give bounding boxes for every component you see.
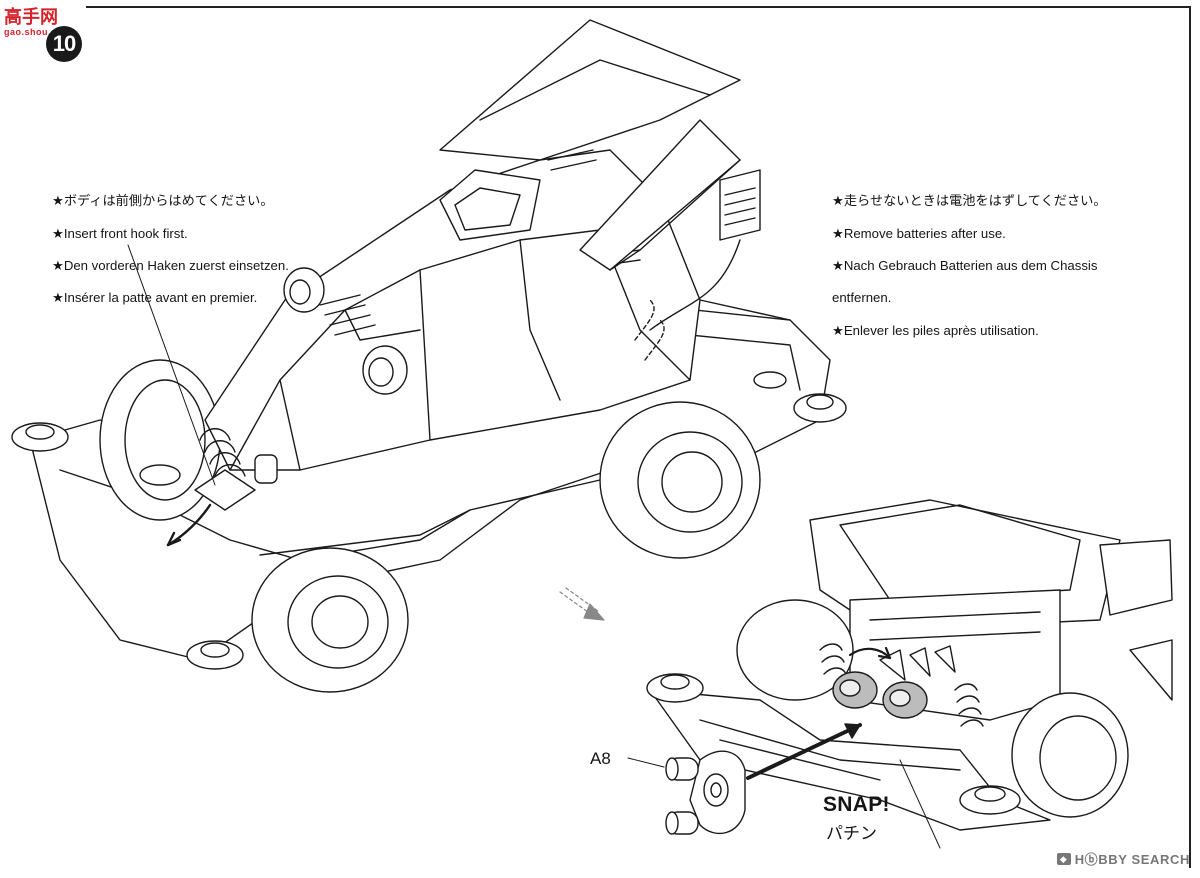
hobby-search-logo-icon: ◆ (1056, 852, 1071, 865)
watermark-top-sub: gao.shou.com (4, 27, 72, 37)
note-right-line-de-cont: entfernen. (832, 290, 892, 306)
wheel-front-left-icon (252, 548, 408, 692)
note-left-line-fr: ★Insérer la patte avant en premier. (52, 290, 258, 306)
body-shell (205, 150, 700, 470)
note-right-line-fr: ★Enlever les piles après utilisation. (832, 322, 1039, 338)
roller-icon (12, 372, 846, 669)
note-left-line-en: ★Insert front hook first. (52, 225, 188, 241)
snap-label-jp: パチン (826, 824, 877, 843)
leader-line (128, 245, 215, 485)
insertion-arrow-icon (748, 725, 860, 778)
damper-icon (820, 644, 983, 726)
note-right-line-de: ★Nach Gebrauch Batterien aus dem Chassis (832, 258, 1098, 274)
spring-icon (200, 429, 277, 483)
snap-label: SNAP! (823, 793, 890, 816)
note-remove-batteries: ★走らせないときは電池をはずしてください。 ★Remove batteries … (832, 177, 1182, 355)
frame-right-line (1189, 6, 1191, 868)
part-a8-icon (666, 751, 745, 834)
note-insert-front-hook: ★ボディは前側からはめてください。 ★Insert front hook fir… (52, 177, 352, 323)
watermark-bottom: ◆ HⓑBBY SEARCH (1056, 849, 1190, 868)
wheel-front-right-icon (600, 402, 760, 558)
main-car-illustration (12, 20, 846, 692)
wheel-detail-left-icon (737, 600, 853, 700)
roller-icon (647, 674, 1020, 814)
watermark-top: 高手网 (4, 7, 58, 27)
step-arrow-icon (560, 588, 604, 620)
wheel-rear-left-icon (100, 360, 220, 520)
watermark-bottom-text: HⓑBBY SEARCH (1074, 852, 1190, 867)
note-left-line-ja: ★ボディは前側からはめてください。 (52, 193, 274, 209)
step-number-badge: 10 (46, 26, 82, 62)
light-pod-icon (363, 346, 407, 394)
note-left-line-de: ★Den vorderen Haken zuerst einsetzen. (52, 258, 289, 274)
part-label-a8: A8 (590, 749, 611, 768)
leader-line (628, 758, 664, 767)
detail-car-illustration (628, 500, 1172, 848)
wheel-detail-right-icon (1012, 693, 1128, 817)
note-right-line-ja: ★走らせないときは電池をはずしてください。 (832, 193, 1107, 209)
note-right-line-en: ★Remove batteries after use. (832, 225, 1006, 241)
leader-line (900, 760, 940, 848)
frame-top-line (86, 6, 1190, 8)
rear-roller-assembly-icon (833, 672, 927, 718)
rear-wing (440, 20, 740, 160)
damper-icon (650, 170, 760, 330)
